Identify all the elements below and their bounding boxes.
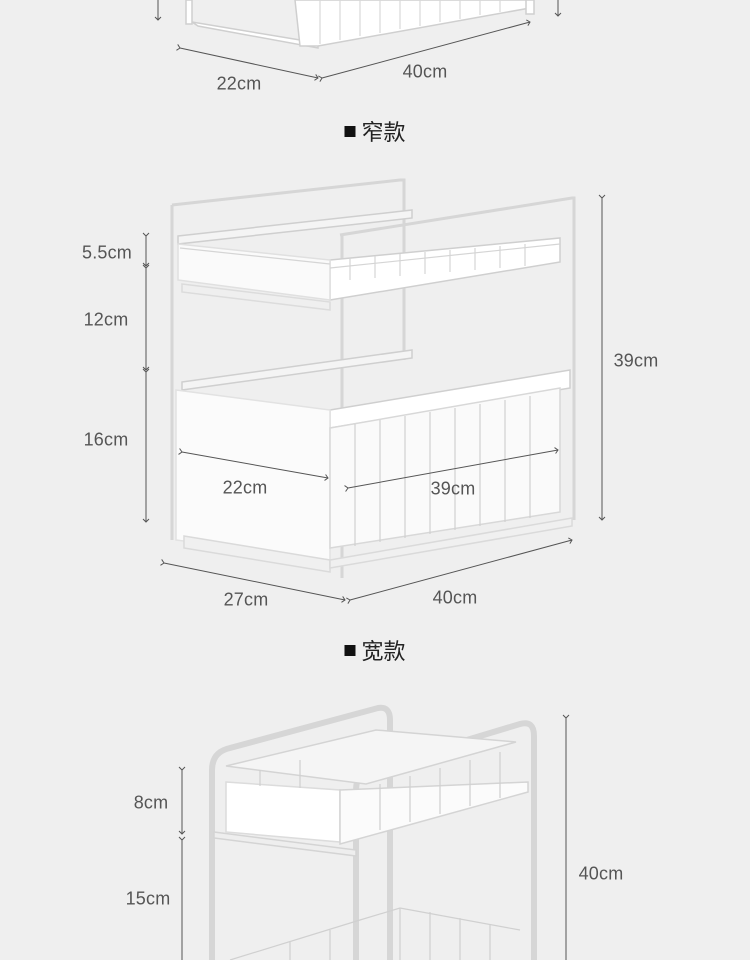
wide-title-text: 宽款 [361,639,406,664]
top-dimension-lines [154,0,562,82]
narrow-lower-basket-height: 16cm [83,429,129,450]
narrow-dimension-lines [142,194,606,604]
wide-dimension-lines [178,714,570,960]
square-bullet-icon [344,644,356,656]
narrow-frame-depth: 27cm [223,589,269,610]
narrow-section-title: 窄款 [344,115,406,147]
narrow-basket-depth: 22cm [222,477,268,498]
narrow-upper-basket-height: 5.5cm [81,242,133,263]
top-width-label: 40cm [402,61,448,82]
narrow-frame-width: 40cm [432,587,478,608]
wide-tier-gap: 15cm [125,888,171,909]
narrow-tier-gap: 12cm [83,309,129,330]
narrow-basket-width: 39cm [430,478,476,499]
top-depth-label: 22cm [216,73,262,94]
wide-upper-basket-height: 8cm [133,792,169,813]
top-rack-illustration [185,0,535,49]
wide-section-title: 宽款 [344,634,406,666]
narrow-rack-illustration [170,178,576,578]
square-bullet-icon [344,125,356,137]
narrow-total-height: 39cm [613,350,659,371]
wide-rack-illustration [209,704,537,960]
narrow-title-text: 窄款 [361,120,406,145]
wide-total-height: 40cm [578,863,624,884]
